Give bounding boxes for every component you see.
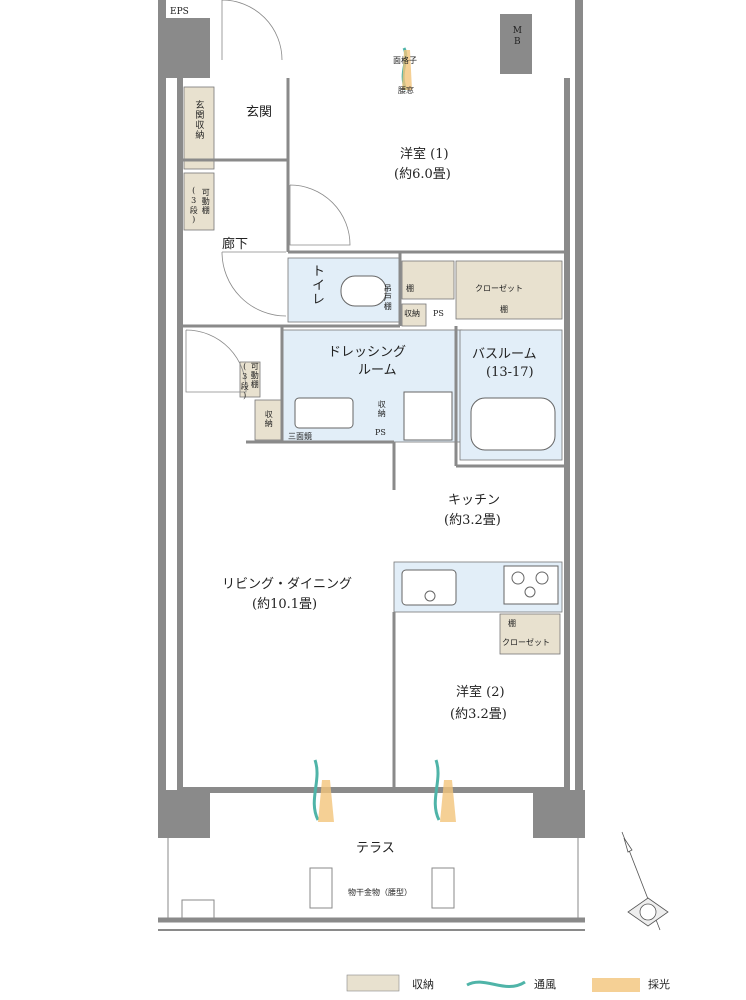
eps-label: EPS bbox=[170, 7, 189, 17]
shelf-label-c: 棚 bbox=[508, 619, 516, 628]
storage-areas bbox=[183, 86, 563, 655]
grille-label: 面格子 bbox=[393, 56, 417, 65]
legend-storage-label: 収納 bbox=[412, 978, 434, 991]
living-dining-area: (約10.1畳) bbox=[252, 597, 318, 612]
western-room-2-label: 洋室 (2) bbox=[456, 685, 505, 700]
legend-lighting-swatch bbox=[592, 978, 640, 992]
living-dining-label: リビング・ダイニング bbox=[222, 577, 353, 592]
genkan-label: 玄関 bbox=[246, 105, 273, 120]
storage-label-3: 収納 bbox=[377, 400, 387, 418]
three-tier-label-1: (3段) bbox=[189, 186, 199, 225]
closet-1-label: クローゼット bbox=[475, 284, 523, 293]
closet-2-label: クローゼット bbox=[502, 638, 550, 647]
storage-label-1: 収納 bbox=[404, 309, 420, 318]
kitchen-area: (約3.2畳) bbox=[444, 513, 501, 528]
legend-ventilation-swatch bbox=[466, 980, 526, 988]
storage-label-2: 収納 bbox=[264, 410, 274, 428]
lighting-arrows bbox=[318, 50, 456, 822]
interior-walls bbox=[180, 78, 567, 790]
western-room-1-area: (約6.0畳) bbox=[394, 167, 451, 182]
mb-label: MB bbox=[512, 26, 523, 48]
movable-shelf-label-1: 可動棚 bbox=[201, 188, 211, 215]
ps-label-2: PS bbox=[375, 428, 386, 437]
toilet-label: トイレ bbox=[308, 264, 324, 306]
waist-window-label: 腰窓 bbox=[398, 86, 414, 95]
toilet-cabinet-label: 吊戸棚 bbox=[383, 284, 393, 311]
kitchen-label: キッチン bbox=[448, 493, 501, 508]
legend-storage-swatch bbox=[346, 974, 400, 992]
compass-rose bbox=[621, 831, 669, 931]
genkan-storage-label: 玄関収納 bbox=[193, 100, 204, 140]
fixtures bbox=[294, 275, 559, 606]
hallway-label: 廊下 bbox=[222, 237, 249, 252]
wall-columns bbox=[158, 0, 585, 838]
dressing-room-label-1: ドレッシング bbox=[328, 345, 407, 360]
legend-ventilation-label: 通風 bbox=[534, 978, 556, 991]
ps-label-1: PS bbox=[433, 309, 444, 318]
outer-walls bbox=[177, 78, 570, 793]
terrace-label: テラス bbox=[356, 841, 395, 856]
dressing-room-label-2: ルーム bbox=[358, 363, 397, 378]
western-room-1-label: 洋室 (1) bbox=[400, 147, 449, 162]
shelf-label-a: 棚 bbox=[406, 284, 414, 293]
legend-lighting-label: 採光 bbox=[648, 978, 670, 991]
drying-hardware-label: 物干金物（腰型） bbox=[348, 888, 412, 897]
bathroom-label: バスルーム bbox=[472, 347, 537, 362]
shelf-label-b: 棚 bbox=[500, 305, 508, 314]
bathroom-size: (13-17) bbox=[486, 365, 534, 380]
movable-shelf-label-2: 可動棚 bbox=[250, 362, 260, 389]
terrace-outline bbox=[158, 838, 585, 931]
triple-mirror-label: 三面鏡 bbox=[288, 432, 312, 441]
door-swings bbox=[185, 0, 351, 393]
western-room-2-area: (約3.2畳) bbox=[450, 707, 507, 722]
three-tier-label-2: (3段) bbox=[240, 362, 250, 401]
